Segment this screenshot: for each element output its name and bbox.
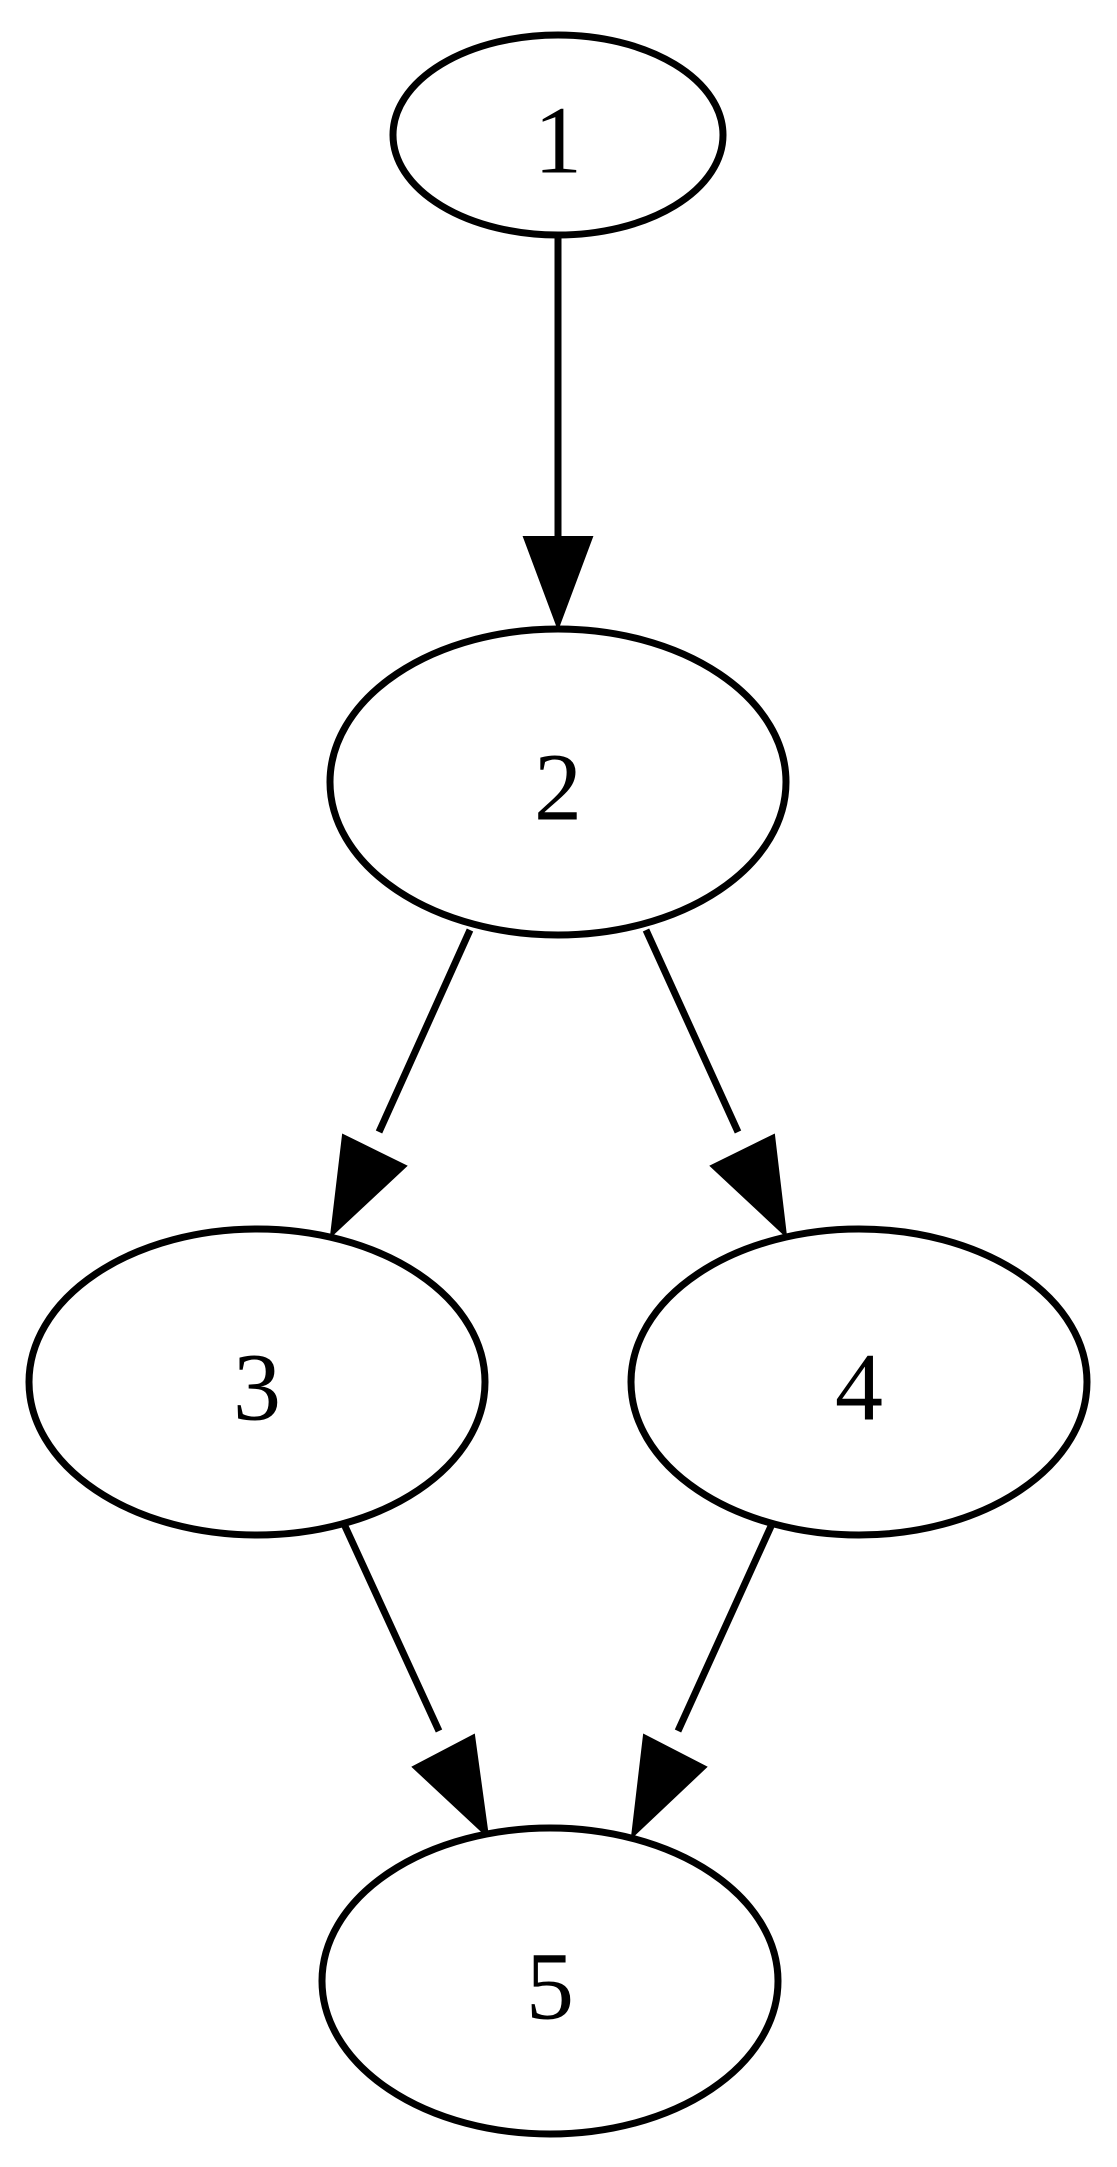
node-1-ellipse[interactable]	[389, 31, 727, 239]
node-1-label: 1	[534, 87, 582, 194]
edge-3-to-5-line	[340, 1522, 443, 1733]
edge-4-to-5-line	[674, 1522, 776, 1733]
edge-3-to-5-arrowhead	[411, 1733, 490, 1840]
edge-2-to-4-line	[642, 928, 742, 1134]
node-5[interactable]: 5	[318, 1824, 782, 2138]
node-4[interactable]: 4	[627, 1225, 1091, 1539]
node-5-ellipse[interactable]	[318, 1824, 782, 2138]
edge-2-to-4-arrowhead	[709, 1133, 788, 1239]
node-1[interactable]: 1	[389, 31, 727, 239]
node-2-ellipse[interactable]	[326, 625, 790, 939]
node-3-ellipse[interactable]	[25, 1225, 489, 1539]
edge-4-to-5-arrowhead	[630, 1733, 708, 1840]
edge-2-to-3-line	[375, 928, 474, 1134]
edge-2-to-4[interactable]	[642, 928, 788, 1239]
edge-3-to-5[interactable]	[340, 1522, 490, 1840]
node-4-ellipse[interactable]	[627, 1225, 1091, 1539]
node-5-label: 5	[526, 1933, 574, 2040]
edge-2-to-3-arrowhead	[329, 1133, 408, 1239]
edge-layer	[329, 236, 788, 1840]
edge-1-to-2[interactable]	[522, 236, 594, 631]
node-3[interactable]: 3	[25, 1225, 489, 1539]
node-2-label: 2	[534, 734, 582, 841]
node-4-label: 4	[835, 1334, 883, 1441]
node-layer: 1 2 3 4 5	[25, 31, 1091, 2138]
node-3-label: 3	[233, 1334, 281, 1441]
edge-2-to-3[interactable]	[329, 928, 474, 1239]
edge-1-to-2-arrowhead	[522, 536, 594, 631]
edge-4-to-5[interactable]	[630, 1522, 776, 1840]
node-2[interactable]: 2	[326, 625, 790, 939]
